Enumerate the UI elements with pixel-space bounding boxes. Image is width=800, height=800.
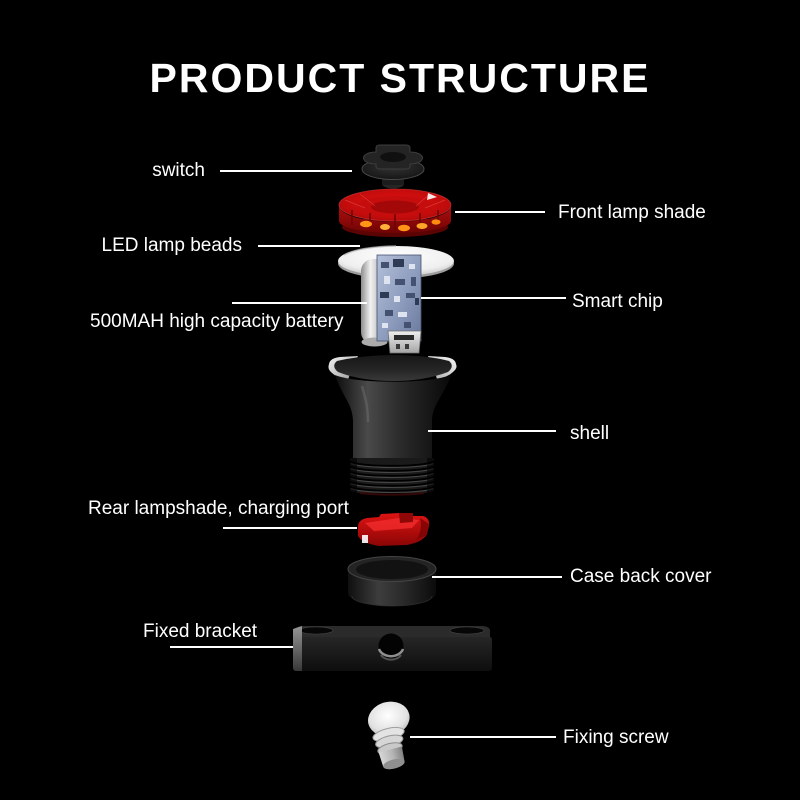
rear-lampshade-part [357, 513, 430, 546]
case-back-cover-part [347, 556, 437, 607]
usb-port [387, 330, 422, 354]
battery-leader-line [232, 302, 367, 304]
fixed-bracket-label: Fixed bracket [143, 621, 258, 642]
battery-label: 500MAH high capacity battery [90, 311, 344, 332]
rear-lampshade-label: Rear lampshade, charging port [88, 498, 349, 519]
fixing-screw-label: Fixing screw [563, 727, 669, 748]
front-lamp-shade-label: Front lamp shade [558, 202, 706, 223]
fixing-screw-part [368, 701, 410, 770]
switch-part [361, 144, 425, 189]
shell-thread-highlights [350, 462, 434, 494]
smart-chip-label: Smart chip [572, 291, 663, 312]
fixed-bracket-part [293, 626, 492, 671]
led-lamp-beads-leader-line [258, 245, 360, 247]
smart-chip-part [376, 254, 422, 354]
front-lamp-shade-part [338, 188, 452, 237]
led-lamp-beads-label: LED lamp beads [101, 235, 242, 256]
shell-part [328, 355, 457, 498]
page-title: PRODUCT STRUCTURE [149, 55, 651, 101]
case-back-cover-label: Case back cover [570, 566, 712, 587]
pcb-components [380, 259, 419, 328]
case-back-cover-leader-line [432, 576, 562, 578]
rear-lampshade-leader-line [223, 527, 357, 529]
fixing-screw-leader-line [410, 736, 556, 738]
fixed-bracket-leader-line [170, 646, 293, 648]
switch-leader-line [220, 170, 352, 172]
shell-leader-line [428, 430, 556, 432]
shell-label: shell [570, 423, 610, 444]
switch-label: switch [152, 160, 205, 181]
smart-chip-leader-line [421, 297, 566, 299]
front-lamp-shade-leader-line [455, 211, 545, 213]
